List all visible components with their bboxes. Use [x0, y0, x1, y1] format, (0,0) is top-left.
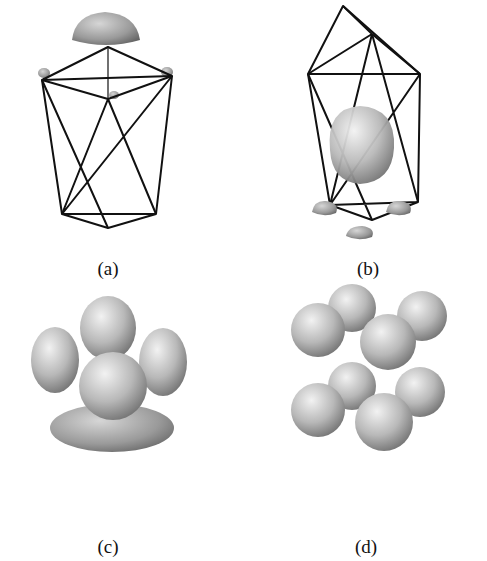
- cluster-cage-a: [42, 47, 172, 228]
- cage-edge: [42, 47, 172, 80]
- orbital-lobe: [346, 226, 373, 239]
- orbital-lobe: [386, 201, 411, 215]
- isosurface-a: [38, 12, 173, 99]
- orbital-lobe: [291, 383, 345, 437]
- orbital-lobe: [31, 327, 79, 393]
- orbital-lobe: [79, 352, 147, 420]
- orbital-lobe: [291, 303, 345, 357]
- cage-edge: [42, 76, 172, 228]
- orbital-lobe: [312, 201, 337, 215]
- cluster-cage-b: [308, 6, 420, 220]
- panel-label: (a): [97, 259, 118, 278]
- orbital-lobe: [330, 106, 395, 184]
- panel-label: (b): [357, 259, 379, 278]
- orbital-lobe: [72, 12, 140, 45]
- isosurface-d: [291, 284, 447, 451]
- isosurface-b: [312, 106, 411, 239]
- orbital-lobe: [355, 393, 413, 451]
- cage-edge: [308, 34, 420, 220]
- cage-edge: [42, 76, 172, 228]
- panel-label: (d): [355, 537, 377, 556]
- cage-edge: [42, 76, 172, 99]
- isosurface-c: [31, 296, 187, 452]
- panel-label: (c): [97, 537, 118, 556]
- cage-edge: [107, 47, 108, 99]
- orbital-lobe: [360, 314, 416, 370]
- orbital-lobe: [80, 296, 136, 360]
